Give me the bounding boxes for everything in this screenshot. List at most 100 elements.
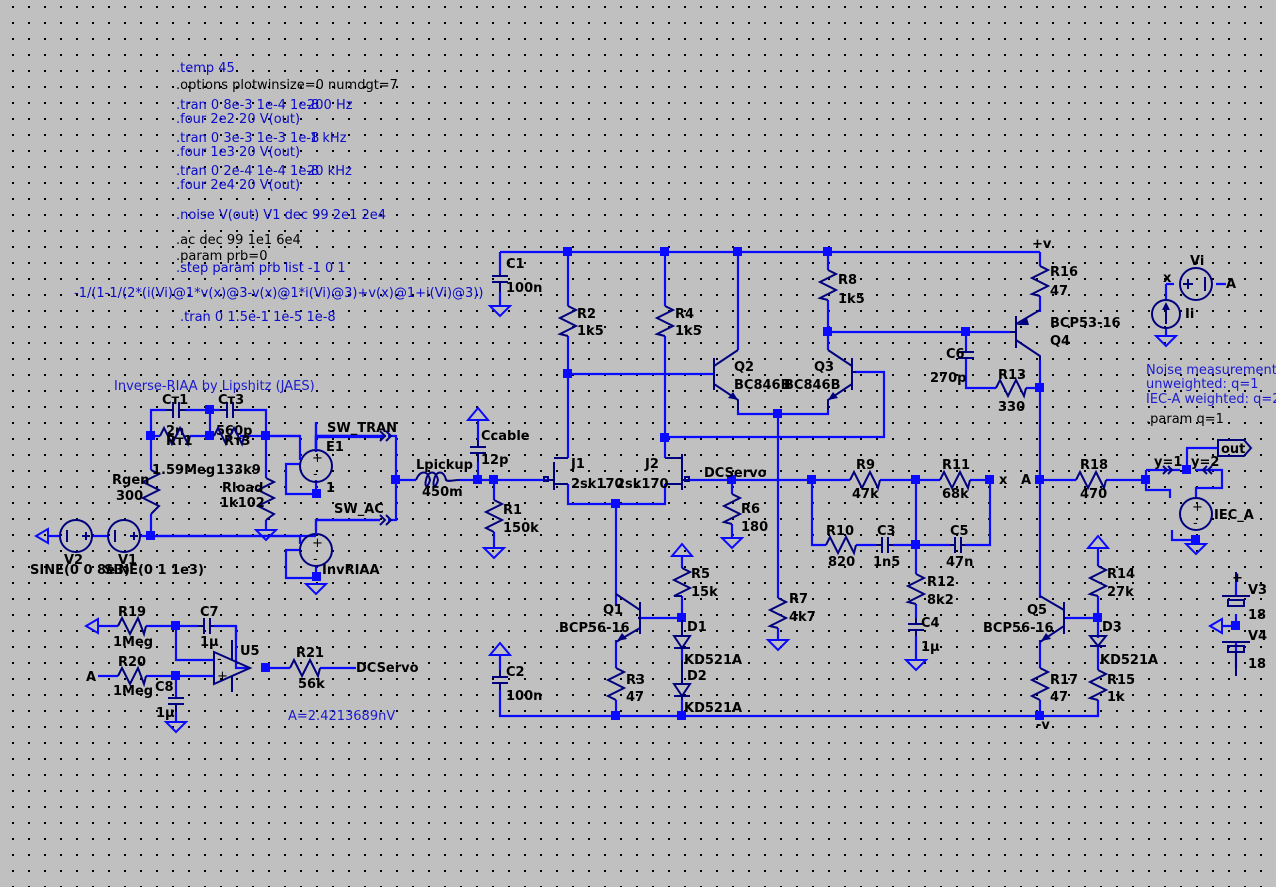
resistor-Rt3[interactable]: Rт3 133k9: [213, 425, 261, 478]
resistor-Rgen[interactable]: Rgen 300: [112, 469, 162, 515]
jfet-J2[interactable]: J2 2sk170: [616, 454, 690, 492]
resistor-R8[interactable]: R8 1k5: [817, 269, 865, 307]
capacitor-C8[interactable]: C8 1µ: [155, 680, 184, 721]
capacitor-C7[interactable]: C7 1µ: [198, 605, 219, 650]
transistor-Q2[interactable]: Q2 BC846B: [713, 349, 791, 410]
resistor-R5[interactable]: R5 15k: [671, 567, 718, 600]
directive-options[interactable]: .options plotwinsize=0 numdgt=7: [176, 78, 398, 93]
resistor-R11[interactable]: R11 68k: [939, 458, 971, 502]
svg-text:out: out: [1221, 442, 1245, 457]
directive-param-q[interactable]: .param q=1: [1146, 412, 1224, 427]
svg-text:47k: 47k: [852, 487, 879, 502]
capacitor-Ccable[interactable]: Ccable 12p: [470, 429, 530, 468]
svg-text:1: 1: [326, 481, 335, 496]
source-Vi[interactable]: Vi: [1179, 254, 1213, 301]
net-label-x[interactable]: x: [999, 473, 1008, 488]
opamp-U5[interactable]: - + U5: [213, 640, 260, 692]
resistor-Rt1[interactable]: Rт1 1.59Meg: [152, 425, 215, 478]
resistor-R7[interactable]: R7 4k7: [767, 592, 816, 629]
directive-four-20k[interactable]: .four 2e4 20 V(out): [176, 178, 300, 193]
capacitor-C4[interactable]: C4 1µ: [908, 616, 940, 655]
capacitor-C1[interactable]: C1 100n: [492, 257, 542, 296]
directive-tran-1k[interactable]: .tran 0 3e-3 1e-3 1e-8: [176, 131, 319, 146]
resistor-R3[interactable]: R3 47: [605, 667, 645, 705]
resistor-R12[interactable]: R12 8k2: [905, 573, 955, 608]
svg-text:470: 470: [1080, 487, 1107, 502]
diode-D1[interactable]: D1 KD521A: [672, 620, 742, 668]
transistor-Q4[interactable]: BCP53-16 Q4: [1010, 309, 1121, 360]
comment-inverse-riaa: Inverse-RIAA by Lipshitz (JAES): [114, 379, 315, 394]
comment-200hz: 200 Hz: [307, 98, 353, 113]
resistor-R16[interactable]: R16 47: [1029, 265, 1078, 299]
measure-expression[interactable]: -1/(1-1/(2*(i(Vi)@1*v(x)@3-v(x)@1*i(Vi)@…: [74, 286, 483, 301]
source-V2[interactable]: V2 SINE(0 0 8e3): [30, 519, 130, 578]
resistor-R13[interactable]: R13 330: [995, 368, 1027, 415]
net-label-sw-ac[interactable]: SW_AC: [334, 502, 393, 526]
jfet-J1[interactable]: J1 2sk170: [543, 457, 624, 492]
transistor-Q5[interactable]: Q5 BCP56-16: [983, 595, 1066, 643]
svg-text:IEC_A: IEC_A: [1214, 508, 1254, 523]
diode-D3[interactable]: D3 KD521A: [1087, 620, 1158, 668]
svg-text:R17: R17: [1050, 673, 1078, 688]
capacitor-C6[interactable]: C6 270p: [930, 347, 974, 386]
svg-text:BC846B: BC846B: [734, 378, 791, 393]
resistor-R18[interactable]: R18 470: [1075, 458, 1108, 502]
directive-tran-200[interactable]: .tran 0 8e-3 1e-4 1e-8: [176, 98, 319, 113]
net-label-neg-v[interactable]: -v: [1036, 718, 1050, 733]
svg-text:1k5: 1k5: [577, 324, 604, 339]
resistor-R1[interactable]: R1 150k: [483, 499, 539, 536]
svg-text:1.59Meg: 1.59Meg: [152, 463, 215, 478]
resistor-Rload[interactable]: Rload 1k102: [220, 477, 277, 521]
directive-noise[interactable]: .noise V(out) V1 dec 99 2e1 2e4: [176, 208, 386, 223]
capacitor-C5[interactable]: C5 47n: [946, 524, 973, 570]
net-label-out[interactable]: out: [1217, 439, 1253, 457]
svg-text:C5: C5: [950, 524, 969, 539]
resistor-R19[interactable]: R19 1Meg: [113, 605, 153, 650]
resistor-R20[interactable]: R20 1Meg: [113, 655, 153, 699]
source-V3[interactable]: + V3 18: [1222, 571, 1267, 623]
net-label-pos-v[interactable]: +v: [1032, 237, 1052, 252]
diode-D2[interactable]: D2 KD521A: [672, 660, 742, 716]
directive-tran-20k[interactable]: .tran 0 2e-4 1e-4 1e-8: [176, 164, 319, 179]
transistor-Q3[interactable]: Q3 BC846B: [784, 349, 856, 410]
svg-text:Ccable: Ccable: [481, 429, 530, 444]
net-label-dcservo[interactable]: DCServo: [704, 466, 767, 481]
net-label-sw-tran[interactable]: SW_TRAN: [327, 421, 397, 442]
vcvs-IEC_A[interactable]: + - IEC_A: [1179, 497, 1254, 531]
directive-step[interactable]: .step param prb list -1 0 1: [176, 261, 346, 276]
source-V1[interactable]: V1 SINE(0 1 1e3): [104, 519, 204, 578]
inductor-Lpickup[interactable]: Lpickup 450m: [415, 458, 473, 500]
transistor-Q1[interactable]: Q1 BCP56-16: [559, 593, 641, 643]
source-V4[interactable]: V4 18: [1222, 629, 1267, 676]
resistor-R14[interactable]: R14 27k: [1087, 565, 1135, 600]
resistor-R4[interactable]: R4 1k5: [654, 305, 702, 339]
directive-param-prb[interactable]: .param prb=0: [176, 249, 267, 264]
capacitor-C2[interactable]: C2 100n: [492, 665, 542, 704]
directive-temp[interactable]: .temp 45: [176, 61, 235, 76]
resistor-R15[interactable]: R15 1k: [1087, 669, 1135, 705]
directive-four-1k[interactable]: .four 1e3 20 V(out): [176, 145, 300, 160]
svg-text:12p: 12p: [481, 453, 508, 468]
capacitor-Ct3[interactable]: Cт3 560p: [216, 393, 252, 439]
resistor-R21[interactable]: R21 56k: [289, 646, 325, 692]
svg-text:E1: E1: [326, 440, 344, 455]
net-label-A-vi[interactable]: A: [1226, 277, 1236, 292]
net-label-dcservo-servo[interactable]: DCServo: [356, 661, 419, 676]
resistor-R6[interactable]: R6 180: [721, 493, 768, 535]
resistor-R10[interactable]: R10 820: [825, 524, 857, 570]
directive-ac[interactable]: .ac dec 99 1e1 6e4: [176, 233, 301, 248]
resistor-R2[interactable]: R2 1k5: [557, 305, 604, 339]
comment-noise-iec: IEC-A weighted: q=2: [1146, 392, 1276, 407]
capacitor-C3[interactable]: C3 1n5: [873, 524, 900, 570]
resistor-R17[interactable]: R17 47: [1029, 667, 1078, 705]
source-Ii[interactable]: Ii: [1151, 299, 1194, 329]
net-label-A[interactable]: A: [1021, 473, 1031, 488]
net-label-y1[interactable]: y=1: [1154, 455, 1182, 475]
resistor-R9[interactable]: R9 47k: [849, 458, 881, 502]
directive-four-200[interactable]: .four 2e2 20 V(out): [176, 112, 300, 127]
directive-tran-long[interactable]: .tran 0 1.5e-1 1e-5 1e-8: [180, 310, 336, 325]
net-label-y2[interactable]: y=2: [1191, 455, 1219, 475]
net-label-x-vi[interactable]: x: [1163, 271, 1172, 286]
net-label-A-servo[interactable]: A: [86, 670, 96, 685]
